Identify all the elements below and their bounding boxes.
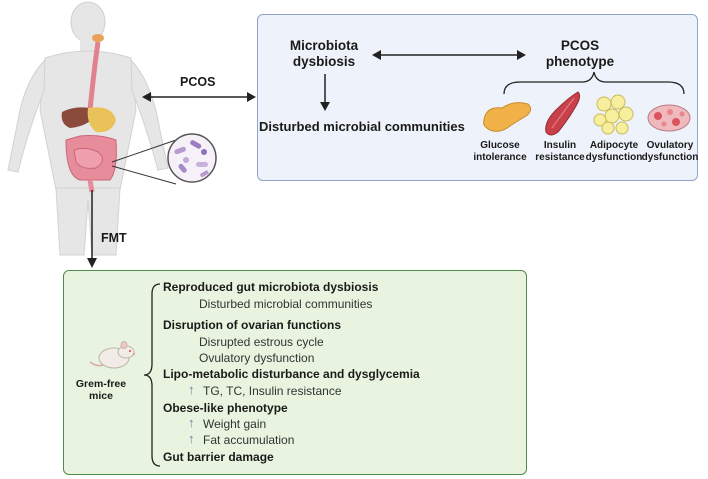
finding-obese-phenotype: Obese-like phenotype (163, 401, 288, 415)
adipocyte-icon (593, 94, 634, 135)
phenotype-label-ovulatory: Ovulatory dysfunction (641, 140, 699, 163)
finding-disturbed-communities: Disturbed microbial communities (199, 297, 373, 311)
phenotype-label-adipocyte: Adipocyte dysfunction (585, 140, 643, 163)
finding-ovulatory-dysfunction: Ovulatory dysfunction (199, 351, 315, 365)
finding-gut-barrier: Gut barrier damage (163, 450, 274, 464)
down-arrow (320, 74, 330, 111)
mouse-icon (89, 341, 136, 369)
finding-tg-tc-insulin: TG, TC, Insulin resistance (203, 384, 342, 398)
disturbed-communities-label: Disturbed microbial communities (259, 119, 465, 134)
increase-arrow-icon: ↑ (188, 415, 195, 430)
phenotype-label-insulin: Insulin resistance (535, 140, 585, 163)
microbiota-zoom-icon (111, 133, 217, 185)
finding-ovarian-disruption: Disruption of ovarian functions (163, 318, 342, 332)
microbiota-dysbiosis-label: Microbiota dysbiosis (289, 38, 359, 69)
pcos-label: PCOS (180, 75, 216, 89)
finding-weight-gain: Weight gain (203, 417, 267, 431)
microbiota-pcos-box (257, 14, 698, 181)
increase-arrow-icon: ↑ (188, 431, 195, 446)
phenotype-label-glucose: Glucose intolerance (473, 140, 527, 163)
finding-fat-accumulation: Fat accumulation (203, 433, 295, 447)
finding-reproduced-dysbiosis: Reproduced gut microbiota dysbiosis (163, 280, 379, 294)
increase-arrow-icon: ↑ (188, 382, 195, 397)
finding-estrous-cycle: Disrupted estrous cycle (199, 335, 324, 349)
dysbiosis-phenotype-arrow (372, 50, 526, 60)
fmt-label: FMT (101, 231, 127, 245)
ovary-icon (647, 104, 691, 132)
human-body-illustration (7, 1, 169, 256)
fmt-arrow (87, 190, 97, 268)
germ-free-findings-box (63, 270, 527, 475)
findings-brace (143, 283, 161, 467)
pcos-phenotype-label: PCOS phenotype (545, 38, 615, 69)
pcos-double-arrow (142, 92, 256, 102)
pancreas-icon (483, 102, 532, 132)
muscle-icon (545, 91, 581, 136)
finding-lipo-metabolic: Lipo-metabolic disturbance and dysglycem… (163, 367, 420, 381)
phenotype-brace (503, 71, 685, 95)
germ-free-mice-label: Grem-free mice (75, 378, 127, 402)
